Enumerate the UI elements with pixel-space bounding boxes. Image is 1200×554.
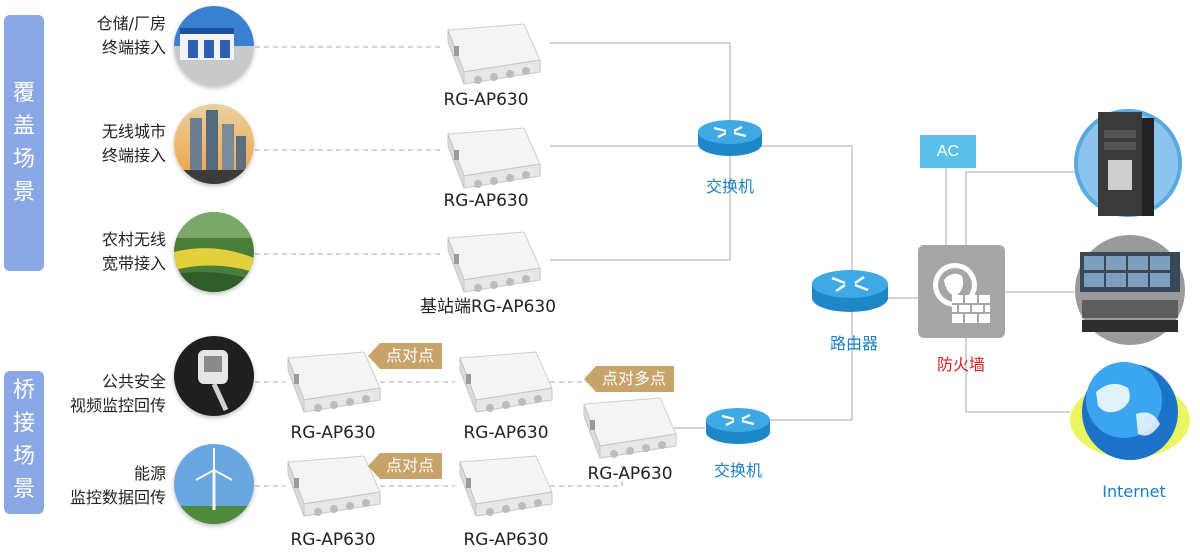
bridge-tab-char: 接	[12, 411, 35, 436]
coverage-tab-char: 景	[12, 180, 35, 205]
router-label: 路由器	[829, 334, 878, 353]
ac-label: AC	[936, 143, 960, 160]
point-to-point-tag: 点对点	[368, 343, 443, 369]
point-to-multipoint-tag: 点对多点	[584, 366, 675, 392]
firewall-label: 防火墙	[936, 355, 985, 374]
city-photo	[174, 104, 254, 184]
ap-label: RG-AP630	[587, 464, 673, 484]
internet-label: Internet	[1102, 482, 1166, 501]
bridge-tab-char: 场	[12, 444, 35, 469]
ap-label: RG-AP630	[290, 423, 376, 443]
switch-label: 交换机	[705, 177, 754, 196]
ap-label: RG-AP630	[463, 530, 549, 550]
coverage-tab-char: 场	[12, 147, 35, 172]
scene-label-line: 宽带接入	[101, 254, 166, 273]
bridge-tab-char: 桥	[12, 378, 35, 403]
city-scene-label: 无线城市 终端接入	[46, 120, 166, 168]
point-to-point-tag: 点对点	[368, 453, 443, 479]
scene-label-line: 无线城市	[101, 122, 166, 141]
ap-label: RG-AP630	[290, 530, 376, 550]
monitoring-room-icon	[1075, 235, 1185, 345]
switch-icon	[704, 406, 772, 446]
security-camera-photo	[174, 336, 254, 416]
scene-label-line: 仓储/厂房	[96, 14, 166, 33]
warehouse-scene-label: 仓储/厂房 终端接入	[46, 12, 166, 60]
ap-label: RG-AP630	[463, 423, 549, 443]
scene-label-line: 终端接入	[101, 146, 166, 165]
switch-label: 交换机	[713, 461, 762, 480]
coverage-tab-char: 盖	[12, 114, 35, 139]
rural-scene-label: 农村无线 宽带接入	[46, 228, 166, 276]
ap-label: 基站端RG-AP630	[419, 297, 557, 317]
globe-icon	[1070, 362, 1190, 460]
bridge-scenario-tab: 桥 接 场 景	[4, 371, 44, 514]
scene-label-line: 公共安全	[101, 372, 166, 391]
security-scene-label: 公共安全 视频监控回传	[46, 370, 166, 418]
coverage-tab-char: 覆	[12, 81, 35, 106]
scene-label-line: 农村无线	[101, 230, 166, 249]
computer-icon	[1074, 109, 1182, 217]
coverage-scenario-tab: 覆 盖 场 景	[4, 15, 44, 271]
ap-label: RG-AP630	[443, 191, 529, 211]
scene-label-line: 能源	[133, 464, 166, 483]
router-icon	[812, 270, 888, 312]
bridge-tab-char: 景	[12, 477, 35, 502]
energy-scene-label: 能源 监控数据回传	[46, 462, 166, 510]
scene-label-line: 终端接入	[101, 38, 166, 57]
scene-label-line: 视频监控回传	[69, 396, 166, 415]
ap-label: RG-AP630	[443, 90, 529, 110]
switch-icon	[696, 118, 764, 158]
scene-label-line: 监控数据回传	[69, 488, 166, 507]
firewall-icon	[918, 245, 1005, 338]
ac-box	[920, 135, 976, 168]
